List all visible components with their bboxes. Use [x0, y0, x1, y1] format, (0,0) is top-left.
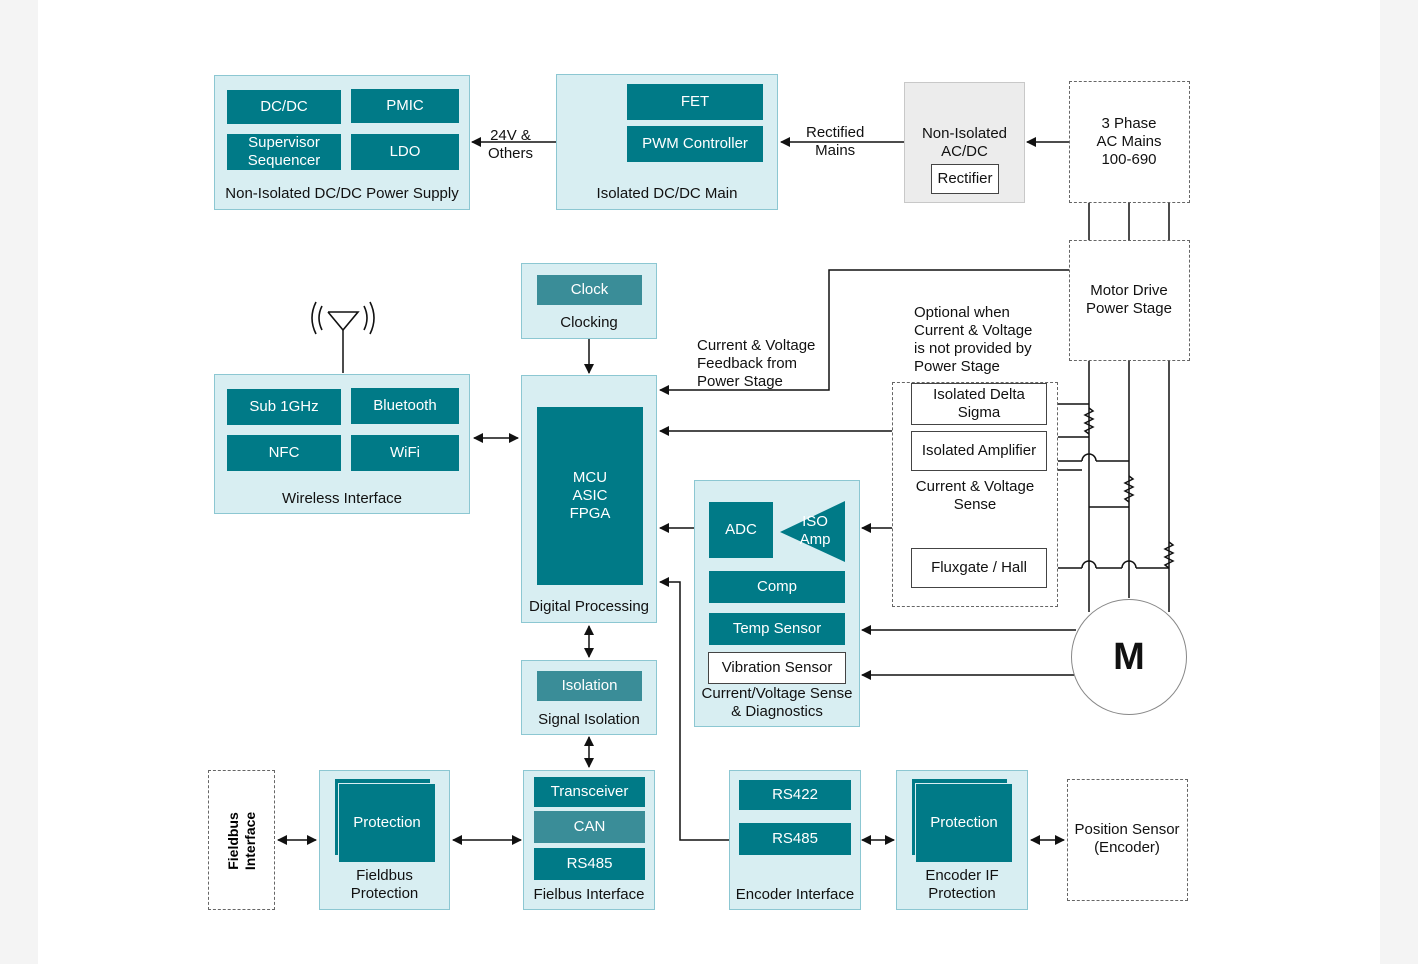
encoder-protection-title: Encoder IF Protection [925, 867, 999, 902]
fieldbus-interface-block: Transceiver CAN RS485 Fielbus Interface [523, 770, 655, 910]
feedback-label: Current & Voltage Feedback from Power St… [697, 337, 816, 390]
supervisor-sequencer-chip: Supervisor Sequencer [226, 133, 342, 171]
clock-chip: Clock [536, 274, 643, 306]
fieldbus-protection-title: Fieldbus Protection [350, 867, 419, 902]
v24-label: 24V & Others [488, 127, 534, 162]
comp-chip: Comp [708, 570, 846, 604]
nfc-chip: NFC [226, 434, 342, 472]
rectifier-box: Rectifier [931, 164, 999, 194]
diagnostics-block: ADC ISO Amp Comp Temp Sensor Vibration S… [694, 480, 860, 727]
clocking-block: Clock Clocking [521, 263, 657, 339]
pmic-chip: PMIC [350, 88, 460, 124]
ldo-chip: LDO [350, 133, 460, 171]
encoder-interface-title: Encoder Interface [735, 886, 855, 903]
antenna-icon [311, 301, 375, 335]
motor-drive-title: Motor Drive Power Stage [1086, 282, 1172, 317]
fieldbus-protection-block: Protection Fieldbus Protection [319, 770, 450, 910]
iso-amp-label: ISO Amp [799, 513, 831, 548]
signal-isolation-title: Signal Isolation [538, 711, 640, 728]
encoder-protection-chip: Protection [915, 783, 1013, 863]
rs485-encoder-chip: RS485 [738, 822, 852, 856]
digital-processing-block: MCU ASIC FPGA Digital Processing [521, 375, 657, 623]
clocking-title: Clocking [560, 314, 618, 331]
rs422-chip: RS422 [738, 779, 852, 811]
isolated-dcdc-block: FET PWM Controller Isolated DC/DC Main [556, 74, 778, 210]
temp-sensor-chip: Temp Sensor [708, 612, 846, 646]
rectified-mains-label: Rectified Mains [806, 124, 865, 159]
vibration-sensor-box: Vibration Sensor [708, 652, 846, 684]
can-chip: CAN [533, 810, 646, 844]
nonisolated-acdc-block: Non-Isolated AC/DC Rectifier [904, 82, 1025, 203]
ac-mains-block: 3 Phase AC Mains 100-690 [1069, 81, 1190, 203]
encoder-protection-block: Protection Encoder IF Protection [896, 770, 1028, 910]
position-sensor-title: Position Sensor (Encoder) [1074, 821, 1180, 856]
encoder-interface-block: RS422 RS485 Encoder Interface [729, 770, 861, 910]
iso-amp-triangle [780, 501, 845, 562]
isolated-dcdc-title: Isolated DC/DC Main [596, 185, 738, 202]
diagnostics-title: Current/Voltage Sense & Diagnostics [701, 685, 853, 720]
isolation-chip: Isolation [536, 670, 643, 702]
fet-chip: FET [626, 83, 764, 121]
nonisolated-acdc-title: Non-Isolated AC/DC [921, 125, 1008, 160]
rs485-fieldbus-chip: RS485 [533, 847, 646, 881]
optional-label: Optional when Current & Voltage is not p… [914, 304, 1033, 375]
sense-optional-block: Isolated Delta Sigma Isolated Amplifier … [892, 382, 1058, 607]
digital-processing-title: Digital Processing [528, 598, 650, 615]
sense-caption: Current & Voltage Sense [915, 478, 1035, 513]
fieldbus-interface-ext-block: Fieldbus Interface [208, 770, 275, 910]
pwm-controller-chip: PWM Controller [626, 125, 764, 163]
bluetooth-chip: Bluetooth [350, 387, 460, 425]
mcu-asic-fpga-chip: MCU ASIC FPGA [536, 406, 644, 586]
wireless-interface-block: Sub 1GHz Bluetooth NFC WiFi Wireless Int… [214, 374, 470, 514]
fieldbus-interface-ext-title: Fieldbus Interface [225, 811, 258, 871]
isolated-delta-sigma-box: Isolated Delta Sigma [911, 383, 1047, 425]
fluxgate-hall-box: Fluxgate / Hall [911, 548, 1047, 588]
motor-symbol: M [1113, 635, 1145, 678]
fieldbus-interface-title: Fielbus Interface [533, 886, 645, 903]
fieldbus-protection-chip: Protection [338, 783, 436, 863]
wireless-title: Wireless Interface [281, 490, 403, 507]
transceiver-chip: Transceiver [533, 776, 646, 808]
isolated-amplifier-box: Isolated Amplifier [911, 431, 1047, 471]
motor-drive-block: Motor Drive Power Stage [1069, 240, 1190, 361]
ac-mains-title: 3 Phase AC Mains 100-690 [1096, 115, 1162, 168]
motor-circle: M [1071, 599, 1187, 715]
sub1ghz-chip: Sub 1GHz [226, 388, 342, 426]
position-sensor-block: Position Sensor (Encoder) [1067, 779, 1188, 901]
adc-chip: ADC [708, 501, 774, 559]
dcdc-chip: DC/DC [226, 89, 342, 125]
signal-isolation-block: Isolation Signal Isolation [521, 660, 657, 735]
nonisolated-dcdc-title: Non-Isolated DC/DC Power Supply [225, 185, 459, 202]
wifi-chip: WiFi [350, 434, 460, 472]
nonisolated-dcdc-block: DC/DC PMIC Supervisor Sequencer LDO Non-… [214, 75, 470, 210]
